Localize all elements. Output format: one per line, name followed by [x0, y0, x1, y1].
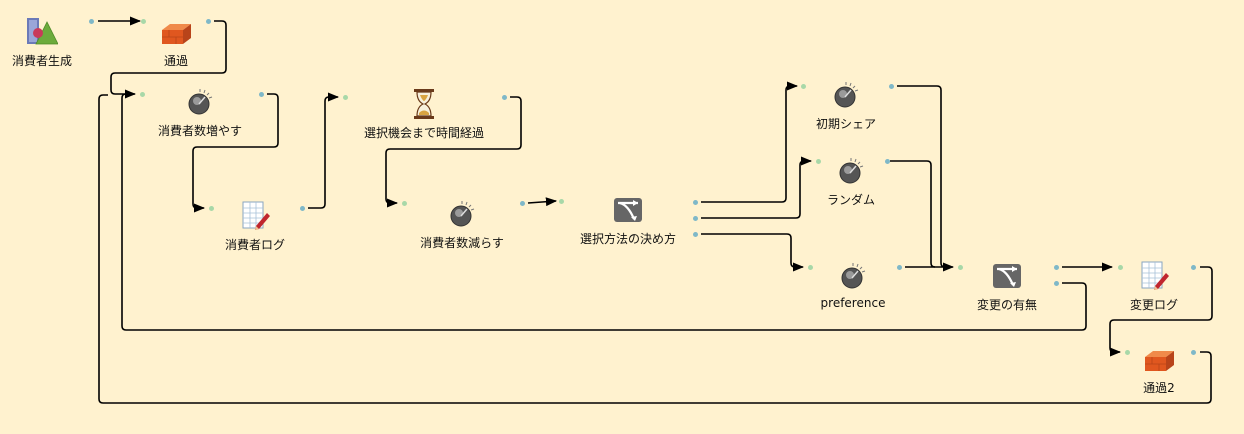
output-port-1[interactable]: [1053, 264, 1059, 270]
source-icon: [27, 18, 58, 45]
node-label: 変更の有無: [976, 298, 1037, 312]
node-label: 消費者数減らす: [420, 236, 504, 250]
node-label: preference: [820, 296, 886, 310]
hourglass-icon: [414, 89, 434, 119]
dial-icon: [841, 263, 866, 289]
wire-pass2-inc[interactable]: [98, 94, 1212, 404]
input-port[interactable]: [208, 205, 214, 211]
output-port-3[interactable]: [692, 231, 698, 237]
node-label: 通過2: [1143, 381, 1175, 395]
output-port[interactable]: [1190, 264, 1196, 270]
wire-wait-dec[interactable]: [385, 96, 522, 208]
node-label: 消費者生成: [11, 54, 72, 68]
output-port-2[interactable]: [1053, 280, 1059, 286]
dial-icon: [450, 201, 475, 227]
node-label: 消費者数増やす: [157, 124, 242, 138]
wire-inc-log1[interactable]: [192, 93, 279, 213]
input-port[interactable]: [140, 18, 146, 24]
node-label: 選択方法の決め方: [579, 232, 676, 246]
input-port[interactable]: [815, 158, 821, 164]
output-port[interactable]: [299, 205, 305, 211]
dial-icon: [834, 82, 859, 108]
output-port-1[interactable]: [692, 199, 698, 205]
output-port[interactable]: [258, 91, 264, 97]
output-port[interactable]: [896, 264, 902, 270]
brick-icon: [162, 24, 191, 44]
node-label: 選択機会まで時間経過: [363, 126, 484, 140]
wire-dec-sel[interactable]: [527, 197, 558, 207]
input-port[interactable]: [139, 91, 145, 97]
node-label: 初期シェア: [815, 117, 876, 131]
node-label: 通過: [163, 54, 188, 68]
branch-icon: [614, 198, 642, 222]
output-port[interactable]: [205, 18, 211, 24]
wire-pass1-inc[interactable]: [110, 20, 227, 99]
wire-chg-inc[interactable]: [121, 93, 1087, 331]
log-icon: [242, 201, 270, 230]
input-port[interactable]: [558, 198, 564, 204]
node-label: ランダム: [826, 193, 875, 207]
output-port[interactable]: [88, 18, 94, 24]
node-label: 変更ログ: [1129, 298, 1178, 312]
wire-sel-rand[interactable]: [701, 156, 813, 219]
node-label: 消費者ログ: [224, 238, 285, 252]
branch-icon: [993, 264, 1021, 288]
input-port[interactable]: [1124, 349, 1130, 355]
input-port[interactable]: [401, 200, 407, 206]
output-port[interactable]: [888, 83, 894, 89]
output-port[interactable]: [884, 158, 890, 164]
wire-rand-chg[interactable]: [890, 160, 936, 268]
input-port[interactable]: [1117, 264, 1123, 270]
input-port[interactable]: [957, 264, 963, 270]
wire-sel-pref[interactable]: [701, 233, 805, 272]
wire-log2-pass2[interactable]: [1109, 266, 1213, 357]
input-port[interactable]: [807, 264, 813, 270]
log-icon: [1141, 261, 1169, 290]
input-port[interactable]: [800, 83, 806, 89]
output-port[interactable]: [501, 94, 507, 100]
output-port[interactable]: [519, 200, 525, 206]
output-port[interactable]: [1190, 349, 1196, 355]
input-port[interactable]: [342, 94, 348, 100]
dial-icon: [839, 158, 864, 184]
dial-icon: [188, 89, 213, 115]
output-port-2[interactable]: [692, 215, 698, 221]
wire-sel-init[interactable]: [701, 81, 799, 203]
brick-icon: [1145, 351, 1174, 371]
wire-log1-wait[interactable]: [308, 92, 340, 209]
wire-init-chg[interactable]: [897, 85, 946, 268]
